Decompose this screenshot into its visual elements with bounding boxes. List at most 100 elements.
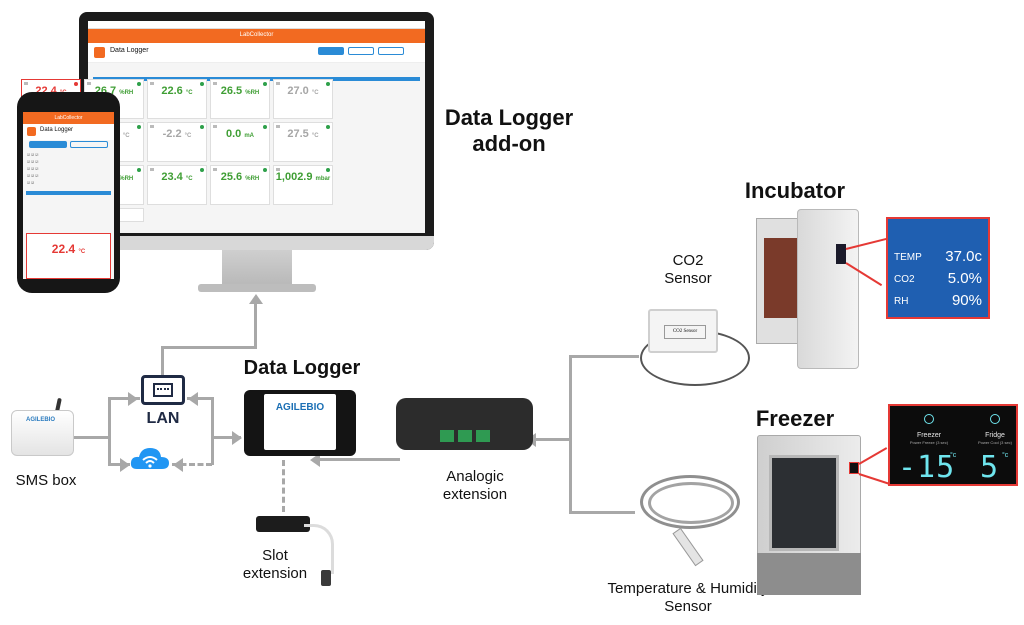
incubator-control-panel [836,244,846,264]
analogic-extension-label: Analogic extension [430,468,520,504]
incubator-rh-key: RH [894,296,909,307]
sensor-tile[interactable]: 26.5 %RH [210,79,270,119]
wire-th-h [569,511,635,514]
sensor-tile[interactable]: 25.6 %RH [210,165,270,205]
sensor-tile-value: 23.4 [161,171,183,183]
incubator-temp-key: TEMP [894,252,922,263]
arrow-to-monitor [249,294,263,304]
incubator-label: Incubator [744,178,846,203]
camera-icon[interactable] [24,82,28,85]
camera-icon[interactable] [276,82,280,85]
wire-analog-th-v [569,441,572,513]
sensor-tile[interactable]: 27.0 °C [273,79,333,119]
app-header-bar: LabCollector [88,29,425,43]
sensor-tile[interactable]: -2.2 °C [147,122,207,162]
terminal-block [476,430,490,442]
camera-icon[interactable] [213,125,217,128]
addon-label-line1: Data Logger [444,105,574,130]
camera-icon[interactable] [276,168,280,171]
callout-line-freezer [858,447,888,465]
sensor-tile[interactable]: 1,002.9 mbar [273,165,333,205]
incubator-row-temp: TEMP 37.0c [894,245,982,265]
sensor-tile-value: 22.6 [161,85,183,97]
status-dot-icon [326,168,330,172]
addon-label-line2: add-on [472,131,546,156]
tab-home[interactable] [318,47,344,55]
sensor-tile[interactable]: 27.5 °C [273,122,333,162]
arrow-to-lan [128,392,138,406]
co2-sensor-label: CO2 Sensor [648,252,728,288]
analogic-label-line1: Analogic [446,468,504,485]
incubator-row-rh: RH 90% [894,289,982,309]
camera-icon[interactable] [150,125,154,128]
wire-to-monitor [254,302,257,349]
camera-icon[interactable] [150,82,154,85]
status-dot-icon [137,168,141,172]
app-logo: LabCollector [239,32,274,38]
sensor-tile-value: -2.2 [162,128,182,140]
sensor-tile-unit: %RH [245,176,260,182]
th-label-line2: Sensor [664,598,712,615]
slot-extension-device [256,516,310,532]
wire-sms-to-hub [74,436,110,439]
data-logger-label-plate: AGILEBIO [264,394,336,450]
co2-sensor-device: CO2 Sensor [648,309,718,353]
mobile-phone: LabCollector Data Logger ☑ ☑ ☑☑ ☑ ☑☑ ☑ ☑… [17,92,120,293]
wire-lan-up [161,346,164,376]
sensor-tile-unit: °C [311,133,319,139]
data-logger-device: AGILEBIO [244,390,356,456]
freezer-display: Freezer Power Freeze (3 sec) Fridge Powe… [888,404,1018,486]
co2-label-line1: CO2 [672,252,704,269]
status-dot-icon [263,125,267,129]
fridge-zone-sub: Power Cool (3 sec) [977,440,1012,445]
fridge-temp-value: 5 [980,450,1000,485]
tab-alerts[interactable] [348,47,374,55]
addon-label: Data Logger add-on [434,105,584,157]
wire-to-logger [211,436,241,439]
camera-icon[interactable] [213,82,217,85]
camera-icon[interactable] [150,168,154,171]
wire-up-horizontal [161,346,257,349]
slot-extension-label: Slot extension [240,547,310,583]
tab-setup[interactable] [378,47,404,55]
freezer-base [757,553,861,595]
phone-tab-home[interactable] [29,141,67,148]
phone-sensor-filters[interactable]: ☑ ☑ ☑☑ ☑ ☑☑ ☑ ☑☑ ☑ ☑☑ ☑ [27,153,39,185]
sms-box-brand: AGILEBIO [26,417,56,423]
status-dot-icon [200,168,204,172]
sensor-tile[interactable]: 0.0 mA [210,122,270,162]
app-page-header: Data Logger [88,43,425,63]
wire-hub-vertical [108,397,111,465]
freezer-zone-sub: Power Freeze (3 sec) [909,440,949,445]
status-dot-icon [74,82,78,86]
analogic-extension-device [396,398,533,450]
camera-icon[interactable] [213,168,217,171]
arrow-to-logger [232,431,242,445]
incubator-co2-value: 5.0% [947,270,982,287]
callout-line-freezer-2 [858,473,890,485]
phone-page-header: Data Logger [23,124,114,140]
incubator-body [797,209,859,369]
monitor-screen: LabCollector Data Logger [88,21,425,233]
sensor-tile-unit: °C [184,133,192,139]
phone-module-icon [27,127,36,136]
phone-screen: LabCollector Data Logger ☑ ☑ ☑☑ ☑ ☑☑ ☑ ☑… [23,112,114,279]
monitor-base [198,284,316,292]
sensor-tile[interactable]: 22.6 °C [147,79,207,119]
phone-tab-alerts[interactable] [70,141,108,148]
monitor-chin [79,236,434,250]
status-dot-icon [200,82,204,86]
camera-icon[interactable] [276,125,280,128]
incubator-rh-value: 90% [951,292,982,309]
status-dot-icon [326,125,330,129]
slot-label-line2: extension [242,565,308,582]
phone-sensor-tile[interactable]: 22.4 °C [26,233,111,279]
wire-logger-slot [282,460,285,512]
status-dot-icon [137,82,141,86]
freezer-glass-door [769,455,839,551]
sensor-tile-unit: %RH [119,176,134,182]
sensor-filter-row[interactable] [88,63,425,77]
sensor-tile[interactable]: 23.4 °C [147,165,207,205]
app-page-title: Data Logger [110,47,149,54]
camera-icon[interactable] [87,82,91,85]
